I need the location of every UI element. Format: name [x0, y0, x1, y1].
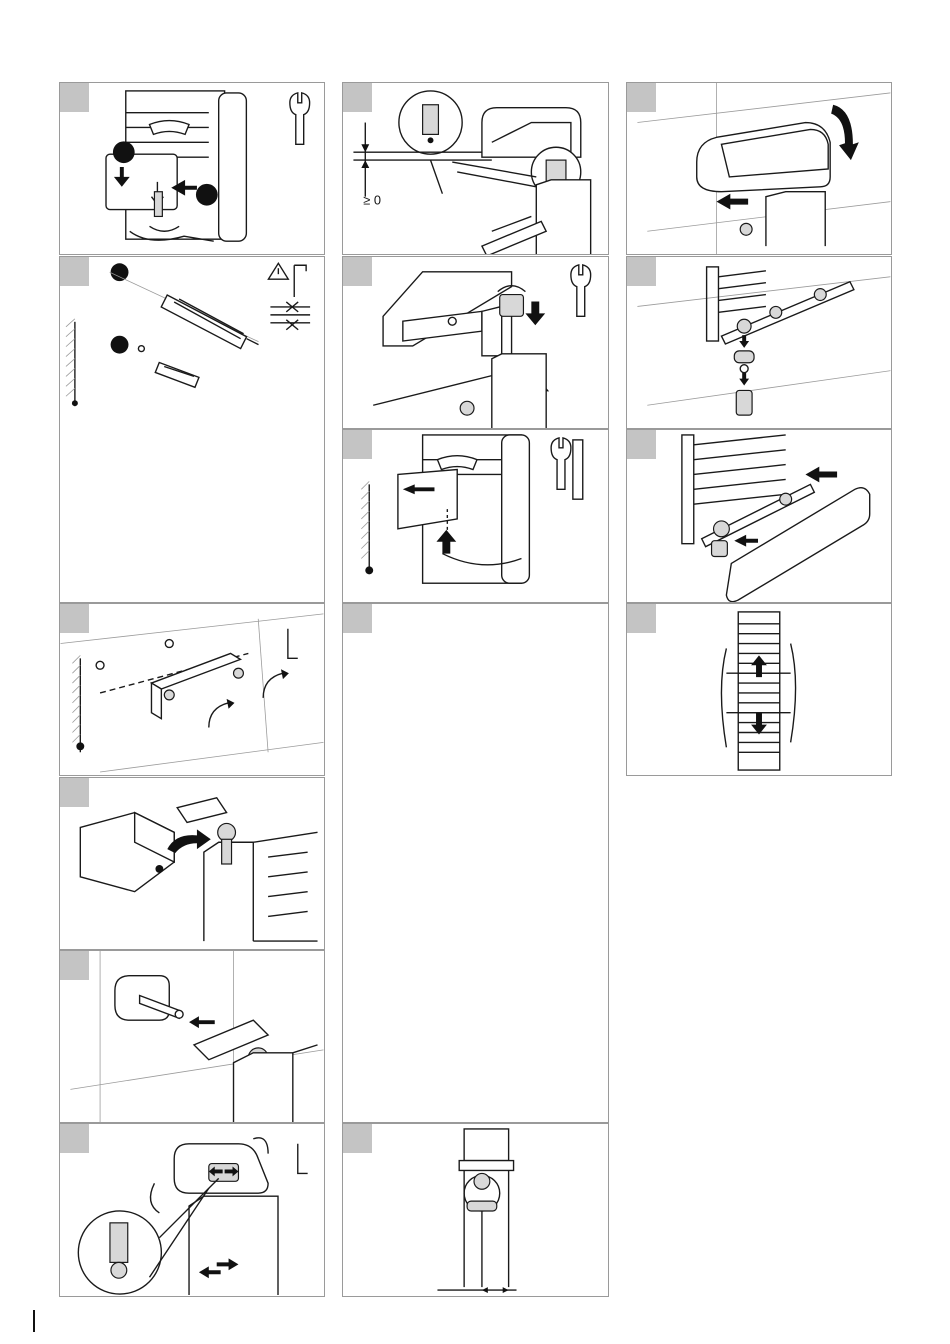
valve-gap-illustration: ≥ 0	[343, 83, 608, 254]
pipe-connection-illustration	[627, 257, 891, 428]
step-panel-13	[626, 256, 892, 429]
packaged-radiator-illustration	[627, 604, 891, 775]
step-panel-11	[342, 1123, 609, 1297]
drill-and-plug-illustration	[60, 257, 324, 602]
wall-bracket-illustration	[60, 604, 324, 775]
step-panel-2	[59, 256, 325, 603]
radiator-bracket-illustration	[60, 83, 324, 254]
step-number-tab	[343, 604, 372, 633]
step-panel-9	[342, 429, 609, 603]
step-panel-7: ≥ 0	[342, 82, 609, 255]
detail-magnifier-illustration	[60, 1124, 324, 1296]
page-margin-mark	[33, 1310, 35, 1332]
step-panel-14	[626, 429, 892, 603]
step-panel-4	[59, 777, 325, 950]
cap-cover-illustration	[627, 83, 891, 254]
step-panel-12	[626, 82, 892, 255]
gap-label: ≥ 0	[363, 193, 381, 208]
wall-mount-illustration	[60, 951, 324, 1122]
step-panel-5	[59, 950, 325, 1123]
bracket-slide-illustration	[343, 430, 608, 602]
radiator-side-illustration	[343, 1124, 608, 1296]
valve-nut-illustration	[343, 257, 608, 428]
step-panel-1	[59, 82, 325, 255]
step-panel-10	[342, 603, 609, 1123]
step-panel-15	[626, 603, 892, 776]
cover-cap-illustration	[60, 778, 324, 949]
cover-fit-illustration	[627, 430, 891, 602]
step-panel-3	[59, 603, 325, 776]
step-panel-8	[342, 256, 609, 429]
step-panel-6	[59, 1123, 325, 1297]
